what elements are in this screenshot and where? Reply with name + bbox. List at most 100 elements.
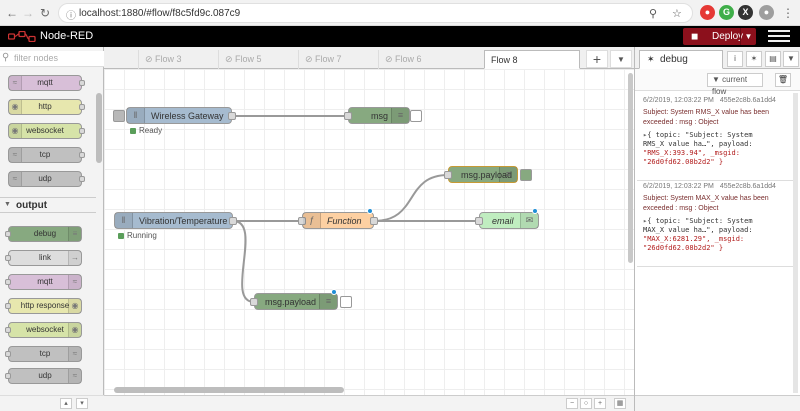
node-msg-debug[interactable]: msg ≡ [344, 107, 410, 124]
palette-node-udp-in[interactable]: ≈ udp [8, 171, 85, 187]
profile-avatar[interactable]: ● [759, 5, 774, 20]
input-port[interactable] [298, 217, 306, 225]
sidebar-caret-icon[interactable]: ▼ [783, 51, 799, 67]
palette-category-output[interactable]: ▼ output [0, 197, 96, 213]
message-line: "RMS_X:393.94", _msgid: [643, 149, 740, 157]
key-icon[interactable]: ⚲ [649, 8, 658, 20]
flow-workspace[interactable]: ‖ Wireless Gateway Ready msg ≡ ‖ Vibrati… [104, 69, 634, 395]
palette-node-http-response[interactable]: http response ◉ [5, 298, 82, 314]
output-port[interactable] [228, 112, 236, 120]
expand-all-icon[interactable]: ▾ [76, 398, 88, 409]
zoom-out-icon[interactable]: − [566, 398, 578, 409]
workspace-footer: − ○ + ▦ [104, 395, 634, 411]
wifi-icon: ≈ [68, 275, 81, 289]
star-icon[interactable]: ☆ [672, 8, 682, 20]
address-bar[interactable]: ⓘ localhost:1880/#flow/f8c5fd9c.087c9 ⚲ … [58, 3, 693, 23]
node-vibration-temperature[interactable]: ‖ Vibration/Temperature [114, 212, 237, 229]
output-port[interactable] [229, 217, 237, 225]
palette-scrollbar[interactable] [96, 93, 102, 163]
output-port[interactable] [370, 217, 378, 225]
browser-menu-icon[interactable]: ⋮ [782, 6, 794, 20]
zoom-reset-icon[interactable]: ○ [580, 398, 592, 409]
back-icon[interactable]: ← [6, 6, 18, 20]
dashboard-tab-icon[interactable]: ▤ [765, 51, 781, 67]
tab-flow-7[interactable]: ⊘ Flow 7 [298, 50, 376, 69]
info-tab-icon[interactable]: i [727, 51, 743, 67]
palette-node-mqtt-in[interactable]: ≈ mqtt [8, 75, 85, 91]
input-port[interactable] [344, 112, 352, 120]
input-port[interactable] [475, 217, 483, 225]
envelope-icon: ✉ [520, 213, 538, 228]
deploy-label: Deploy [712, 31, 744, 42]
deploy-button[interactable]: ◼ Deploy ▼ [683, 28, 756, 45]
message-body[interactable]: ▸{ topic: "Subject: System MAX_X value h… [643, 217, 795, 253]
tab-label: Flow 7 [315, 54, 342, 64]
tab-flow-3[interactable]: ⊘ Flow 3 [138, 50, 216, 69]
bridge-icon: ≈ [9, 172, 22, 186]
navigator-icon[interactable]: ▦ [614, 398, 626, 409]
workspace-vertical-scrollbar[interactable] [628, 73, 633, 263]
message-body[interactable]: ▸{ topic: "Subject: System RMS_X value h… [643, 131, 795, 167]
status-dot-icon [130, 128, 136, 134]
add-flow-button[interactable]: + [586, 50, 608, 68]
node-msg-payload-debug-1[interactable]: msg.payload ≡ [444, 166, 518, 183]
tab-label: Flow 5 [235, 54, 262, 64]
palette-node-udp-out[interactable]: udp ≈ [5, 368, 82, 384]
node-label: msg [371, 111, 389, 121]
palette-node-debug[interactable]: debug ≡ [5, 226, 82, 242]
reload-icon[interactable]: ↻ [39, 6, 51, 20]
tab-flow-8[interactable]: Flow 8 [484, 50, 580, 69]
debug-toggle[interactable] [520, 169, 532, 181]
zoom-in-icon[interactable]: + [594, 398, 606, 409]
expand-caret-icon[interactable]: ▸ [643, 131, 648, 139]
serial-icon: ‖ [115, 213, 133, 228]
inject-toggle[interactable] [113, 110, 125, 122]
tab-flow-5[interactable]: ⊘ Flow 5 [218, 50, 296, 69]
tab-flow-6[interactable]: ⊘ Flow 6 [378, 50, 456, 69]
bug-tab-icon[interactable]: ✶ [746, 51, 762, 67]
deploy-caret-icon[interactable]: ▼ [740, 28, 756, 45]
extension-g-icon[interactable]: G [719, 5, 734, 20]
debug-toggle[interactable] [410, 110, 422, 122]
tab-label: Flow 6 [395, 54, 422, 64]
hamburger-menu-icon[interactable] [768, 30, 790, 44]
node-email[interactable]: email ✉ [475, 212, 539, 229]
collapse-all-icon[interactable]: ▴ [60, 398, 72, 409]
extension-red-icon[interactable]: ● [700, 5, 715, 20]
palette-node-mqtt-out[interactable]: mqtt ≈ [5, 274, 82, 290]
output-port [79, 152, 85, 158]
palette-node-label: debug [33, 229, 57, 238]
palette-node-websocket-in[interactable]: ◉ websocket [8, 123, 85, 139]
changed-indicator-icon [331, 289, 337, 295]
forward-icon[interactable]: → [22, 6, 34, 20]
palette-node-websocket-out[interactable]: websocket ◉ [5, 322, 82, 338]
palette-node-label: http response [20, 301, 70, 310]
chevron-down-icon: ▼ [4, 201, 11, 208]
bridge-icon: ≈ [68, 347, 81, 361]
input-port[interactable] [444, 171, 452, 179]
palette-node-http-in[interactable]: ◉ http [8, 99, 85, 115]
sidebar-scrollbar[interactable] [793, 93, 798, 393]
palette-filter-input[interactable]: ⚲ filter nodes [0, 51, 104, 67]
trash-icon[interactable]: 🗑 [775, 73, 791, 87]
palette-node-label: websocket [26, 126, 64, 135]
expand-caret-icon[interactable]: ▸ [643, 217, 648, 225]
palette-node-label: tcp [39, 150, 51, 159]
sidebar-tab-debug[interactable]: ✶ debug [639, 50, 723, 69]
extension-x-icon[interactable]: X [738, 5, 753, 20]
current-flow-filter[interactable]: ▼ current flow [707, 73, 763, 96]
tab-list-caret-icon[interactable]: ▼ [610, 50, 632, 68]
node-msg-payload-debug-2[interactable]: msg.payload ≡ [250, 293, 338, 310]
node-function[interactable]: ƒ Function [298, 212, 378, 229]
node-label: Wireless Gateway [151, 111, 224, 121]
debug-toggle[interactable] [340, 296, 352, 308]
input-port[interactable] [250, 298, 258, 306]
node-wireless-gateway[interactable]: ‖ Wireless Gateway [126, 107, 236, 124]
palette-node-link-out[interactable]: link → [5, 250, 82, 266]
palette-node-tcp-out[interactable]: tcp ≈ [5, 346, 82, 362]
palette-node-tcp-in[interactable]: ≈ tcp [8, 147, 85, 163]
workspace-horizontal-scrollbar[interactable] [114, 387, 344, 393]
